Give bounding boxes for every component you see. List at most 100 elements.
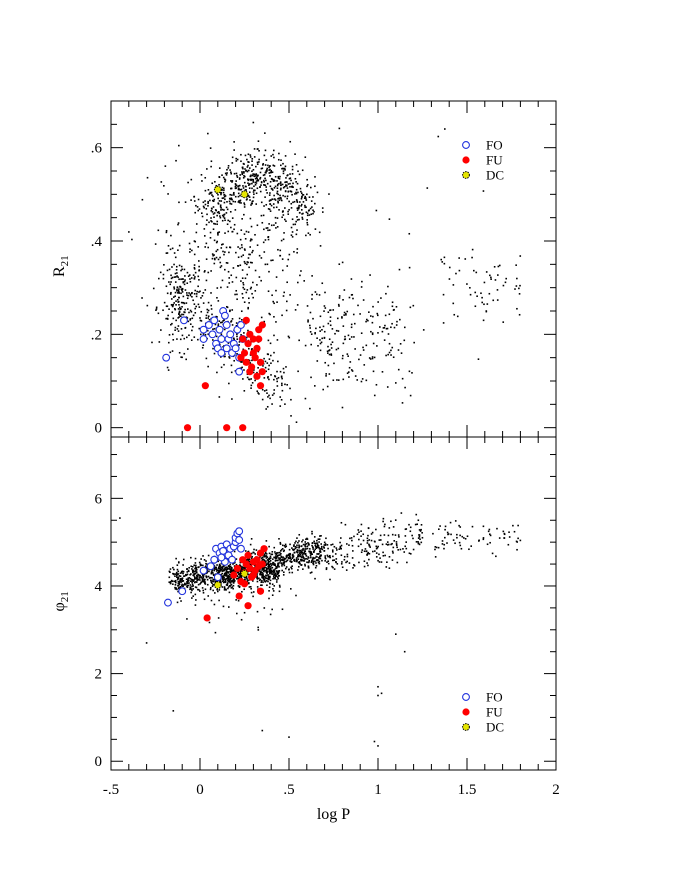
field-star-dot [337, 379, 340, 381]
field-star-dot [290, 179, 292, 182]
field-star-dot [310, 343, 312, 346]
field-star-dot [371, 333, 374, 336]
field-star-dot [194, 211, 197, 214]
field-star-dot [227, 571, 230, 573]
field-star-dot [184, 279, 186, 281]
field-star-dot [297, 556, 299, 558]
field-star-dot [268, 208, 271, 211]
field-star-dot [178, 582, 180, 584]
field-star-dot [141, 198, 144, 201]
field-star-dot [181, 585, 183, 587]
field-star-dot [293, 200, 296, 203]
field-star-dot [229, 169, 231, 171]
field-star-dot [193, 240, 196, 242]
field-star-dot [222, 320, 224, 322]
field-star-dot [191, 325, 194, 328]
field-star-dot [258, 579, 261, 582]
field-star-dot [256, 586, 259, 588]
field-star-dot [338, 127, 341, 130]
field-star-dot [155, 308, 158, 310]
field-star-dot [175, 557, 177, 560]
field-star-dot [253, 173, 256, 176]
field-star-dot [235, 187, 238, 189]
field-star-dot [309, 186, 312, 189]
field-star-dot [441, 261, 444, 263]
field-star-dot [266, 563, 268, 565]
field-star-dot [393, 540, 396, 542]
fu-marker [244, 340, 252, 348]
field-star-dot [285, 560, 288, 563]
field-star-dot [179, 315, 182, 318]
field-star-dot [277, 563, 279, 565]
field-star-dot [290, 566, 292, 569]
field-star-dot [188, 274, 191, 276]
field-star-dot [232, 578, 235, 580]
field-star-dot [212, 200, 215, 203]
field-star-dot [281, 269, 284, 272]
field-star-dot [226, 582, 229, 584]
field-star-dot [317, 344, 319, 347]
field-star-dot [263, 377, 266, 379]
fu-marker [203, 614, 211, 622]
field-star-dot [318, 541, 320, 543]
field-star-dot [279, 164, 282, 167]
field-star-dot [443, 256, 446, 259]
field-star-dot [248, 191, 251, 194]
field-star-dot [210, 209, 213, 212]
field-star-dot [268, 560, 271, 563]
field-star-dot [273, 577, 275, 579]
field-star-dot [311, 553, 314, 556]
field-star-dot [194, 577, 196, 580]
field-star-dot [276, 339, 279, 341]
field-star-dot [173, 286, 175, 288]
field-star-dot [178, 292, 181, 294]
field-star-dot [342, 354, 344, 357]
field-star-dot [336, 379, 338, 381]
field-star-dot [391, 301, 394, 304]
field-star-dot [314, 202, 316, 205]
field-star-dot [333, 362, 335, 365]
field-star-dot [318, 556, 320, 559]
field-star-dot [219, 216, 222, 219]
field-star-dot [488, 533, 491, 536]
field-star-dot [242, 187, 245, 189]
field-star-dot [174, 329, 176, 331]
field-star-dot [448, 278, 451, 280]
field-star-dot [244, 568, 246, 570]
field-star-dot [229, 310, 231, 313]
field-star-dot [283, 562, 285, 564]
field-star-dot [247, 579, 249, 582]
field-star-dot [518, 287, 520, 290]
field-star-dot [286, 559, 289, 561]
field-star-dot [159, 271, 162, 274]
field-star-dot [244, 566, 246, 569]
field-star-dot [385, 292, 387, 295]
field-star-dot [193, 268, 196, 270]
field-star-dot [233, 228, 235, 231]
field-star-dot [310, 552, 313, 554]
field-star-dot [267, 236, 269, 239]
field-star-dot [212, 328, 214, 330]
field-star-dot [178, 288, 180, 290]
field-star-dot [305, 557, 307, 560]
field-star-dot [236, 298, 238, 301]
field-star-dot [180, 265, 183, 268]
field-star-dot [371, 357, 374, 360]
field-star-dot [265, 227, 268, 229]
field-star-dot [324, 361, 327, 364]
field-star-dot [219, 579, 222, 582]
field-star-dot [375, 547, 378, 550]
field-star-dot [251, 348, 253, 350]
field-star-dot [319, 326, 321, 329]
field-star-dot [459, 534, 461, 537]
field-star-dot [366, 562, 368, 564]
field-star-dot [173, 568, 175, 571]
field-star-dot [351, 370, 354, 372]
field-star-dot [309, 555, 312, 557]
field-star-dot [218, 200, 221, 202]
field-star-dot [326, 350, 329, 353]
field-star-dot [155, 309, 157, 312]
legend-fu-marker [462, 156, 470, 164]
field-star-dot [240, 310, 243, 313]
field-star-dot [268, 172, 271, 174]
